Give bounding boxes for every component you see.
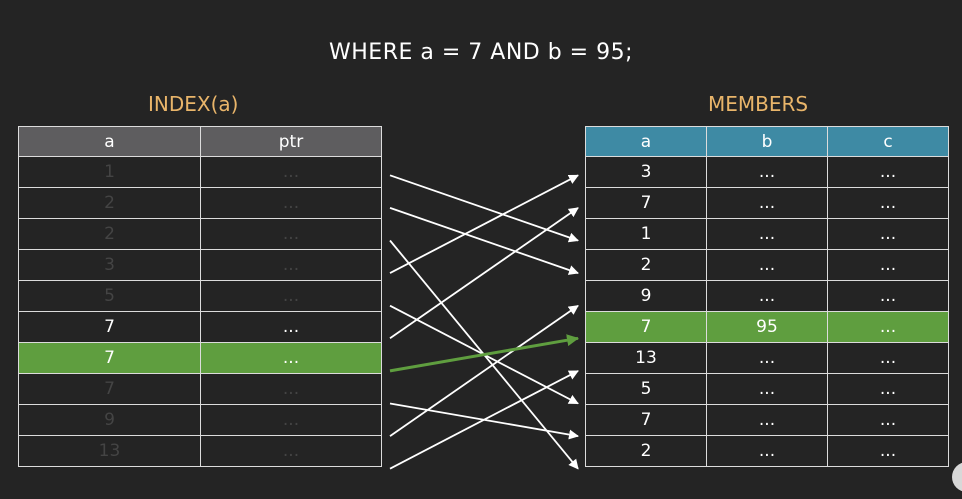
index-row: 7... <box>18 311 382 343</box>
members-cell-c: ... <box>827 311 949 343</box>
members-table: a b c 3...... 7...... 1...... 2...... 9.… <box>585 126 949 467</box>
index-cell-a: 7 <box>18 311 201 343</box>
members-row: 7...... <box>585 404 949 436</box>
members-row: 13...... <box>585 342 949 374</box>
members-cell-c: ... <box>827 249 949 281</box>
members-cell-c: ... <box>827 404 949 436</box>
members-title: MEMBERS <box>708 92 809 116</box>
pointer-arrow <box>389 402 579 440</box>
members-cell-b: 95 <box>706 311 828 343</box>
index-cell-ptr: ... <box>200 311 382 343</box>
query-text: WHERE a = 7 AND b = 95; <box>329 40 633 65</box>
index-row: 7... <box>18 373 382 405</box>
index-cell-a: 3 <box>18 249 201 281</box>
index-cell-a: 7 <box>18 373 201 405</box>
members-cell-b: ... <box>706 280 828 312</box>
pointer-arrow <box>389 174 579 274</box>
members-cell-b: ... <box>706 342 828 374</box>
index-header-ptr: ptr <box>200 126 382 157</box>
pointer-arrow <box>389 207 579 340</box>
members-cell-a: 9 <box>585 280 707 312</box>
index-cell-a: 9 <box>18 404 201 436</box>
members-row: 7...... <box>585 187 949 219</box>
index-cell-ptr: ... <box>200 280 382 312</box>
members-row: 9...... <box>585 280 949 312</box>
members-cell-b: ... <box>706 218 828 250</box>
index-row: 1... <box>18 156 382 188</box>
index-title: INDEX(a) <box>148 92 239 116</box>
members-row: 3...... <box>585 156 949 188</box>
index-row: 2... <box>18 187 382 219</box>
index-cell-a: 5 <box>18 280 201 312</box>
members-row: 5...... <box>585 373 949 405</box>
members-row: 1...... <box>585 218 949 250</box>
index-table: a ptr 1... 2... 2... 3... 5... 7... 7...… <box>18 126 382 467</box>
index-row: 5... <box>18 280 382 312</box>
index-cell-a: 13 <box>18 435 201 467</box>
avatar-circle <box>952 462 962 492</box>
members-cell-b: ... <box>706 187 828 219</box>
index-cell-a: 7 <box>18 342 201 374</box>
members-cell-c: ... <box>827 218 949 250</box>
members-header-c: c <box>827 126 949 157</box>
pointer-arrow-highlighted <box>389 334 579 373</box>
members-cell-c: ... <box>827 342 949 374</box>
members-cell-b: ... <box>706 435 828 467</box>
members-cell-c: ... <box>827 435 949 467</box>
members-row: 2...... <box>585 435 949 467</box>
index-row: 3... <box>18 249 382 281</box>
members-cell-b: ... <box>706 373 828 405</box>
pointer-arrow <box>389 207 579 275</box>
index-row-highlighted: 7... <box>18 342 382 374</box>
index-cell-ptr: ... <box>200 342 382 374</box>
index-row: 2... <box>18 218 382 250</box>
index-row: 13... <box>18 435 382 467</box>
index-cell-ptr: ... <box>200 218 382 250</box>
pointer-arrow <box>389 174 579 243</box>
index-cell-a: 2 <box>18 187 201 219</box>
pointer-arrow <box>389 304 579 437</box>
index-cell-ptr: ... <box>200 435 382 467</box>
members-header-b: b <box>706 126 828 157</box>
members-cell-a: 2 <box>585 435 707 467</box>
index-header-row: a ptr <box>18 126 382 157</box>
index-cell-ptr: ... <box>200 187 382 219</box>
